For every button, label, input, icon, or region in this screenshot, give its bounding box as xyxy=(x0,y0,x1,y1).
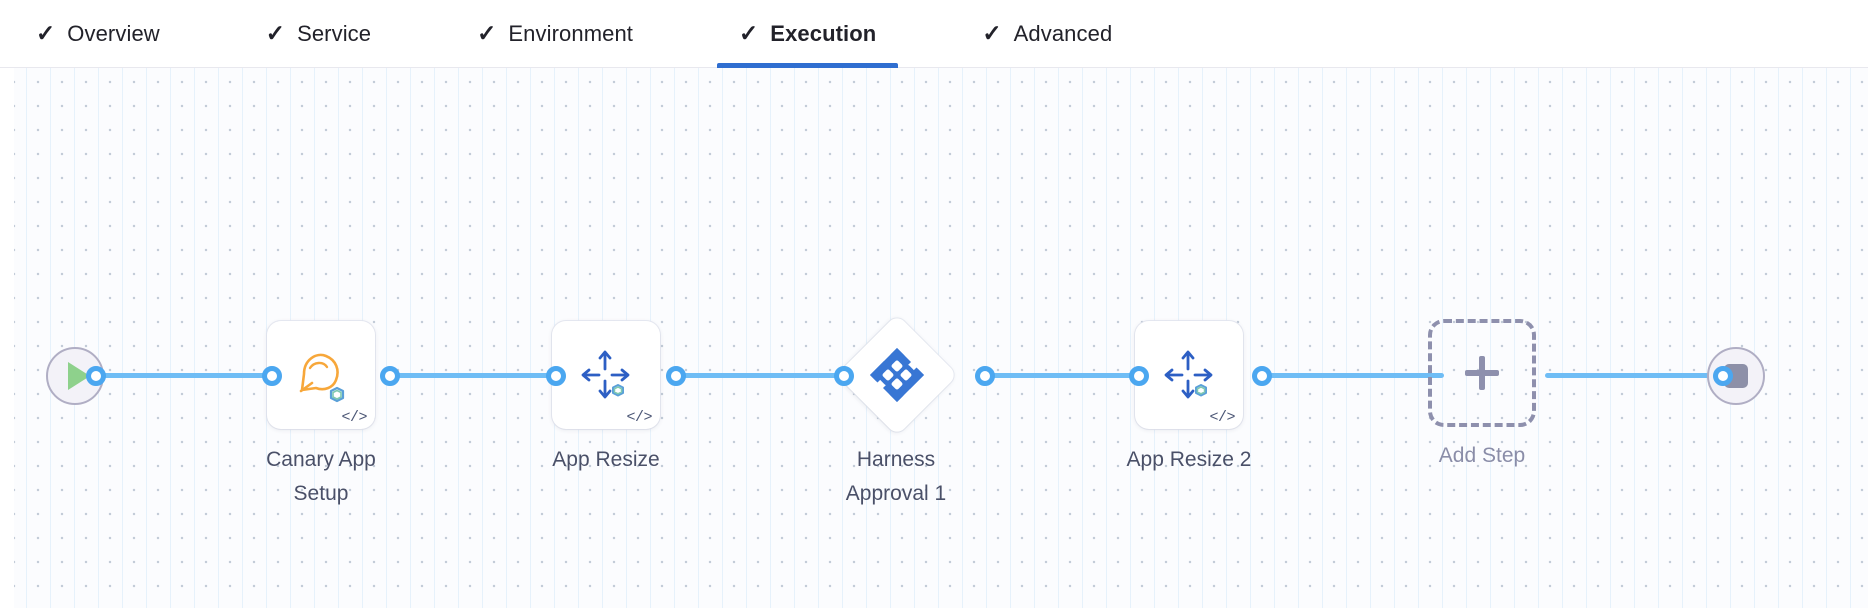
port-appresize2-in[interactable] xyxy=(1129,366,1149,386)
port-canary-in[interactable] xyxy=(262,366,282,386)
edge-addstep-to-stop xyxy=(1545,373,1723,378)
play-icon xyxy=(68,362,90,390)
port-appresize-out[interactable] xyxy=(666,366,686,386)
tab-execution[interactable]: ✓ Execution xyxy=(717,0,904,68)
tab-label: Overview xyxy=(67,21,160,46)
tab-advanced[interactable]: ✓ Advanced xyxy=(982,0,1140,68)
port-start-out[interactable] xyxy=(86,366,106,386)
step-label: Harness Approval 1 xyxy=(845,448,947,506)
plus-icon-vertical xyxy=(1479,356,1485,390)
check-icon: ✓ xyxy=(739,19,759,46)
port-appresize2-out[interactable] xyxy=(1252,366,1272,386)
step-card[interactable]: </> xyxy=(1135,321,1243,429)
step-label: Canary App Setup xyxy=(266,448,376,506)
check-icon: ✓ xyxy=(36,19,56,46)
tab-label: Execution xyxy=(770,21,877,46)
edge-appresize2-to-addstep xyxy=(1262,373,1444,378)
step-card[interactable]: </> xyxy=(267,321,375,429)
add-step-label: Add Step xyxy=(1438,444,1526,467)
step-card[interactable]: </> xyxy=(552,321,660,429)
yaml-code-badge[interactable]: </> xyxy=(341,409,367,426)
tab-active-underline xyxy=(717,63,899,68)
edge-approval-to-appresize2 xyxy=(985,373,1149,378)
check-icon: ✓ xyxy=(265,19,286,46)
port-canary-out[interactable] xyxy=(380,366,400,386)
canary-bird-icon xyxy=(299,353,345,403)
yaml-code-badge[interactable]: </> xyxy=(626,409,652,426)
resize-arrows-icon xyxy=(1164,350,1213,399)
pipeline-execution-canvas[interactable]: Start </> Canary App Setup xyxy=(0,68,1868,608)
edge-start-to-canary xyxy=(96,373,272,378)
edge-canary-to-appresize xyxy=(390,373,556,378)
tab-label: Environment xyxy=(508,21,634,46)
step-label: App Resize 2 xyxy=(1126,448,1252,471)
tab-label: Service xyxy=(297,21,372,46)
port-approval-out[interactable] xyxy=(975,366,995,386)
step-label: App Resize xyxy=(552,448,660,471)
resize-arrows-icon xyxy=(581,350,630,399)
tab-overview[interactable]: ✓ Overview xyxy=(36,0,188,68)
add-step-button[interactable] xyxy=(1428,319,1536,427)
approval-card[interactable] xyxy=(836,314,958,436)
tab-service[interactable]: ✓ Service xyxy=(266,0,399,68)
port-approval-in[interactable] xyxy=(834,366,854,386)
harness-logo-icon xyxy=(870,348,924,402)
tab-label: Advanced xyxy=(1013,21,1113,46)
port-stop-in[interactable] xyxy=(1713,366,1733,386)
check-icon: ✓ xyxy=(982,19,1002,46)
check-icon: ✓ xyxy=(477,19,497,46)
port-appresize-in[interactable] xyxy=(546,366,566,386)
yaml-code-badge[interactable]: </> xyxy=(1209,409,1235,426)
tab-environment[interactable]: ✓ Environment xyxy=(477,0,661,68)
pipeline-stage-tabs: ✓ Overview ✓ Service ✓ Environment ✓ Exe… xyxy=(0,0,1868,68)
canvas-left-gutter xyxy=(0,68,14,608)
edge-appresize-to-approval xyxy=(676,373,844,378)
